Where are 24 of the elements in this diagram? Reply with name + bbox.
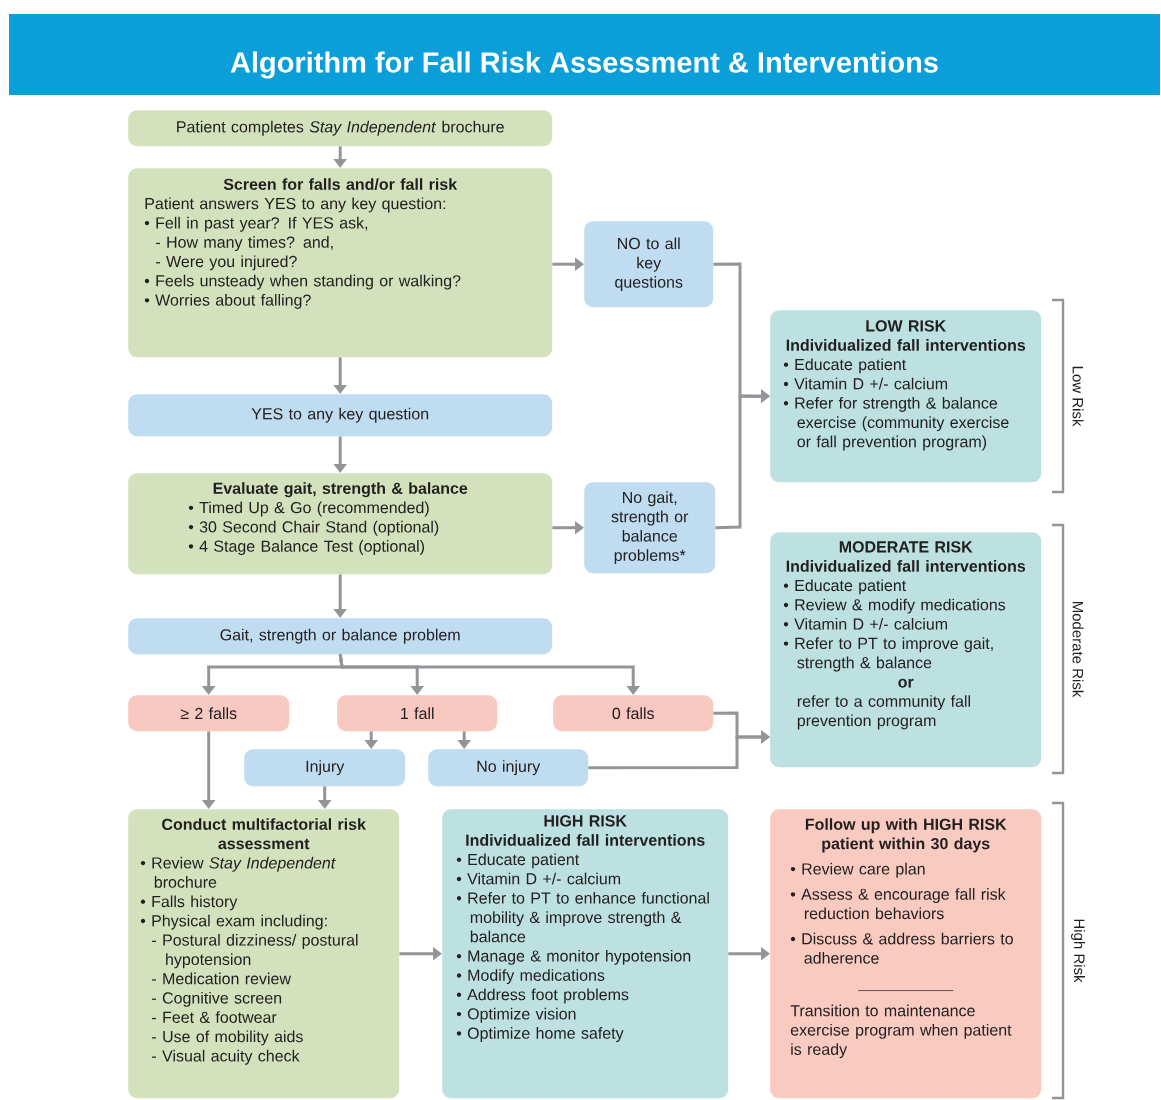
step-box: Patient completes Stay Independent brochure — [128, 110, 553, 147]
risk-level-label: High Risk — [1071, 919, 1085, 983]
arrow — [338, 654, 641, 695]
step-box: Conduct multifactorial risk assessment • Review Stay Independent brochure • Falls history • Physical exam including: - Postural dizziness/ postural hypotension - Medication review - Cognitive screen - Feet & footwear - Use of mobility aids - Visual acuity check — [128, 809, 400, 1099]
result-box: YES to any key question — [128, 394, 553, 437]
step-box: Evaluate gait, strength & balance • Timed Up & Go (recommended) • 30 Second Chair Stand (optional) • 4 Stage Balance Test (optional) — [128, 473, 553, 575]
follow-up-box: Follow up with HIGH RISK patient within 30 days • Review care plan • Assess & encourage fall risk reduction behaviors • Discuss & address barriers to adherence Transition to maintenance exercise program when patient is ready — [770, 809, 1042, 1099]
intervention-box: LOW RISK Individualized fall interventions • Educate patient • Vitamin D +/- calcium • Refer for strength & balance exercise (community exercise or fall prevention program) — [770, 310, 1042, 483]
result-box: Gait, strength or balance problem — [128, 618, 553, 655]
result-box: No injury — [428, 749, 589, 787]
step-box: Screen for falls and/or fall risk Patient answers YES to any key question: • Fell in past year? If YES ask, - How many times? and, - Were you injured? • Feels unsteady when standing or walking? • Worries about falling? — [128, 168, 553, 358]
result-box: Injury — [244, 749, 406, 787]
result-box: NO to all key questions — [584, 221, 714, 308]
intervention-box: HIGH RISK Individualized fall interventions • Educate patient • Vitamin D +/- calcium • Refer to PT to enhance functional mobility & improve strength & balance • Manage & monitor hypotension • Modify medications • Address foot problems • Optimize vision • Optimize home safety — [442, 809, 729, 1099]
result-box: No gait, strength or balance problems* — [584, 482, 716, 574]
arrow — [588, 730, 770, 770]
fall-count-box: ≥ 2 falls — [128, 695, 290, 732]
title-banner: Algorithm for Fall Risk Assessment & Interventions — [9, 14, 1160, 95]
arrow — [715, 389, 770, 530]
fall-count-box: 0 falls — [553, 695, 714, 732]
risk-level-label: Low Risk — [1072, 366, 1084, 427]
intervention-box: MODERATE RISK Individualized fall interventions • Educate patient • Review & modify medications • Vitamin D +/- calcium • Refer to PT to improve gait, strength & balance or refer to a community fall prevention program — [770, 532, 1042, 768]
fall-count-box: 1 fall — [337, 695, 498, 732]
risk-level-label: Moderate Risk — [1072, 601, 1084, 698]
